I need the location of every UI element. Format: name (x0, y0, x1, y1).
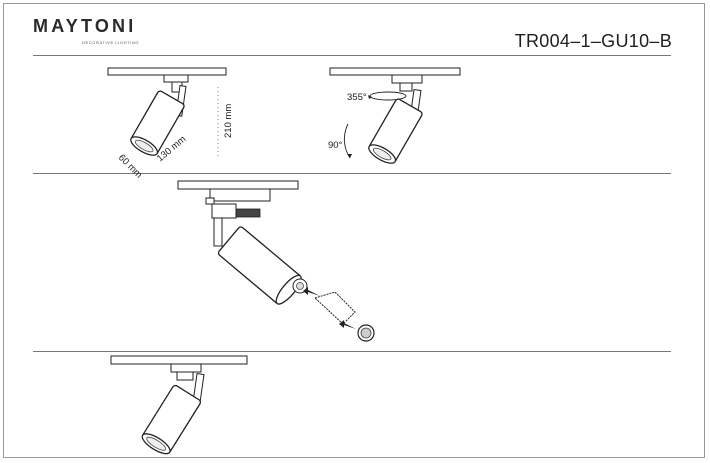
dimensions-illustration (107, 67, 227, 157)
horizontal-rotation-label: 355° (347, 92, 367, 103)
page-frame (3, 3, 705, 458)
length-label: 130 mm (155, 134, 188, 165)
vertical-rotation-label: 90° (328, 140, 343, 151)
section-divider (33, 351, 671, 352)
section-divider (33, 173, 671, 174)
model-code: TR004–1–GU10–B (514, 31, 672, 51)
lamp-installation-illustration (177, 180, 375, 342)
height-label: 210 mm (223, 104, 234, 138)
section-divider (33, 55, 671, 56)
dimension-labels: 60 mm 130 mm 210 mm (116, 104, 234, 181)
assembled-lamp-illustration (110, 355, 248, 455)
rotation-illustration: 355° 90° (328, 67, 461, 164)
brand-tagline: DECORATIVE LIGHTING (82, 40, 140, 45)
brand-logo: MAYTONI (33, 16, 137, 36)
